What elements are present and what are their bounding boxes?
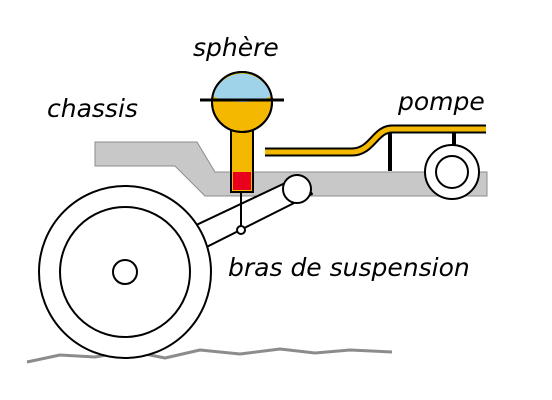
label-sphere: sphère	[193, 33, 279, 62]
rod-joint	[236, 225, 246, 235]
label-suspension-arm: bras de suspension	[228, 253, 470, 282]
sphere-gas	[213, 73, 271, 102]
label-chassis: chassis	[47, 94, 138, 123]
chassis-body	[94, 141, 488, 197]
sphere-outline	[211, 71, 273, 133]
sphere-unit	[200, 71, 284, 193]
wheel-hub	[112, 259, 138, 285]
label-pump: pompe	[397, 87, 485, 116]
pump-pulley-hub	[435, 155, 469, 189]
wheel	[38, 185, 212, 359]
pump-bracket	[388, 128, 392, 171]
arm-pivot	[282, 174, 312, 204]
pump	[388, 128, 480, 200]
ground-line	[26, 347, 393, 364]
wheel-rim	[59, 206, 191, 338]
hydraulic-line-oil	[265, 126, 486, 155]
piston	[233, 172, 251, 190]
